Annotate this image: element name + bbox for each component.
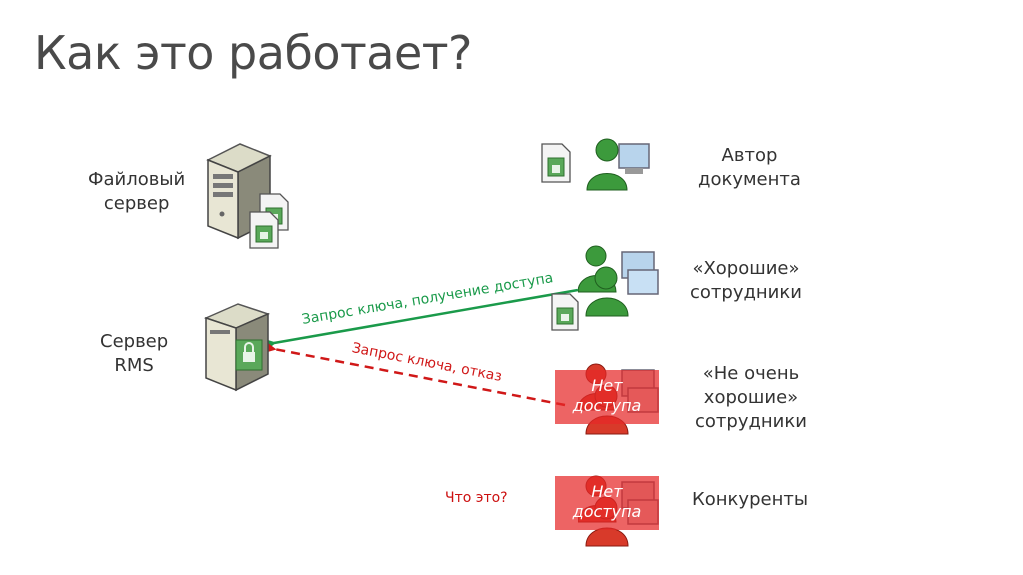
no-access-badge: Нет доступа [555,370,659,424]
rms-server-icon [203,303,271,392]
document-lock-icon [249,211,279,249]
competitors-label: Конкуренты [692,489,809,510]
no-access-badge: Нет доступа [555,476,659,530]
grant-arrow [255,288,579,356]
user-icon [586,138,650,191]
good-staff-label: «Хорошие» сотрудники [690,258,802,303]
document-lock-icon [551,293,579,331]
user-group-icon [578,245,659,317]
document-lock-icon [541,143,571,183]
file-server-label: Файловый сервер [88,169,186,214]
slide-title: Как это работает? [34,26,472,80]
deny-arrow [254,335,566,407]
what-is-this-annotation: Что это? [445,490,508,506]
rms-server-label: Сервер RMS [100,331,169,376]
author-label: Автор документа [698,145,801,190]
bad-staff-label: «Не очень хорошие» сотрудники [695,363,807,432]
server-icon [206,143,272,240]
